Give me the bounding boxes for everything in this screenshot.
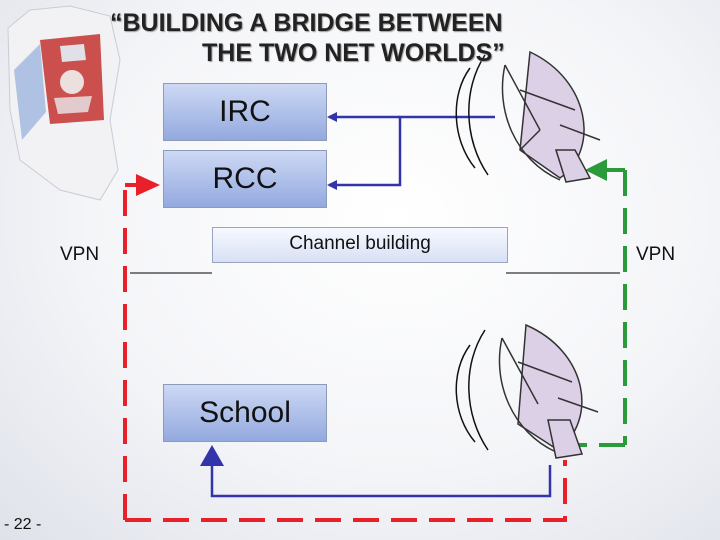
arrow-school (200, 445, 224, 466)
satellite-dish-icon (455, 50, 601, 183)
irc-node: IRC (163, 83, 327, 141)
link-satellite-rcc (327, 115, 495, 190)
arrow-satellite-green (585, 159, 607, 181)
school-node: School (163, 384, 327, 442)
title-line-2: THE TWO NET WORLDS” (202, 39, 505, 67)
link-satellite-school (210, 450, 552, 498)
channel-building-box: Channel building (212, 227, 508, 263)
arrow-rcc-red (136, 174, 160, 196)
vpn-label-right: VPN (636, 244, 676, 265)
title-line-1: “BUILDING A BRIDGE BETWEEN (110, 9, 503, 37)
satellite-dish-icon (455, 323, 599, 459)
vpn-red-bottom (125, 460, 567, 522)
vpn-label-left: VPN (60, 244, 100, 265)
slide-title: “BUILDING A BRIDGE BETWEEN THE TWO NET W… (100, 8, 620, 68)
rcc-node: RCC (163, 150, 327, 208)
coat-of-arms-icon (7, 5, 121, 201)
page-number: - 22 - (4, 516, 42, 533)
